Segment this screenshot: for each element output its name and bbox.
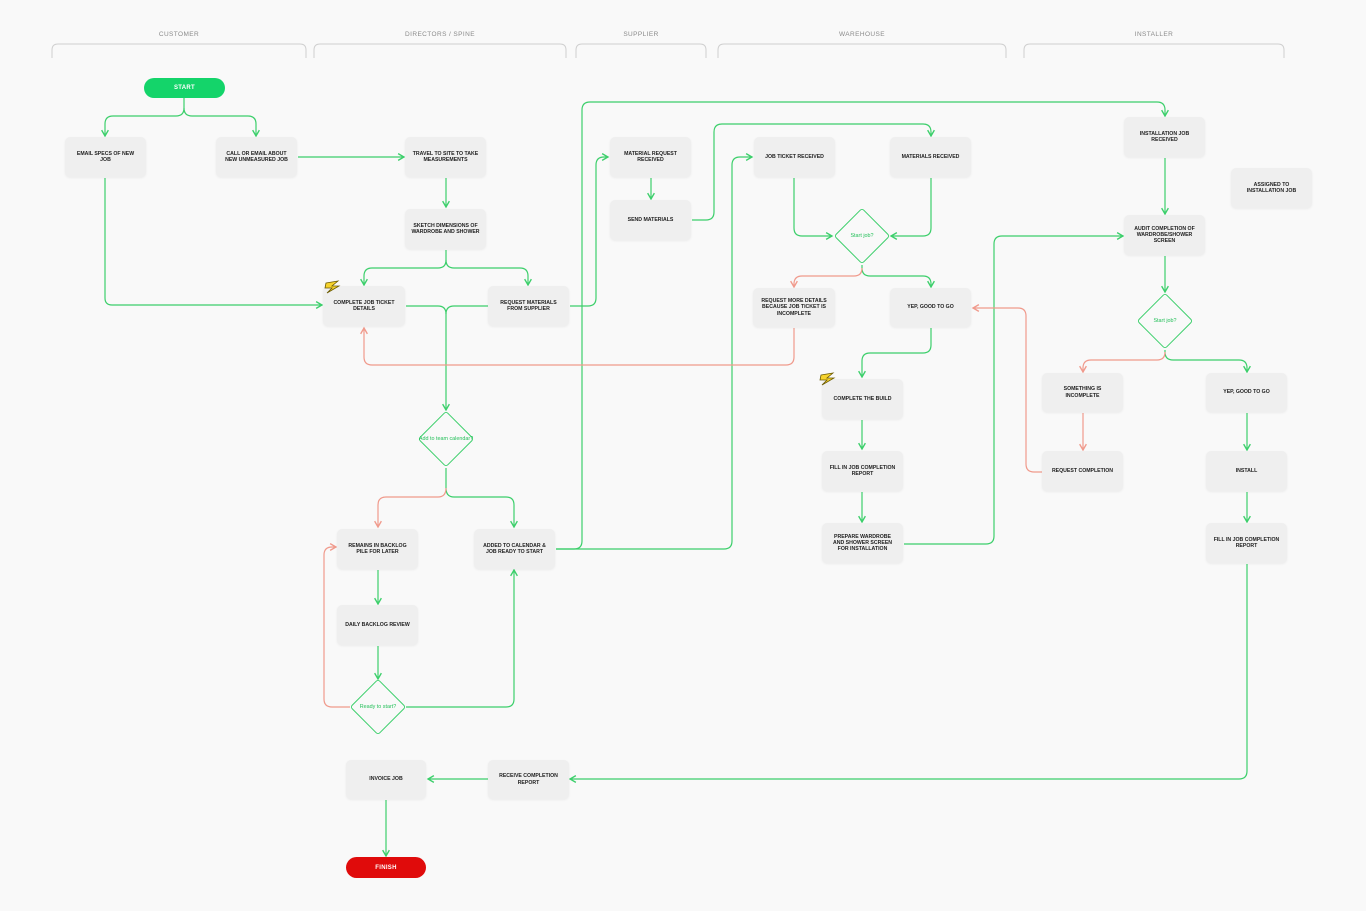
step-request-more-details[interactable]: REQUEST MORE DETAILS BECAUSE JOB TICKET … bbox=[753, 288, 835, 327]
decision-start-job-warehouse-label: Start job? bbox=[850, 232, 874, 239]
step-request-completion[interactable]: REQUEST COMPLETION bbox=[1042, 451, 1123, 491]
lane-brackets bbox=[51, 43, 1285, 58]
step-fill-report-warehouse[interactable]: FILL IN JOB COMPLETION REPORT bbox=[822, 451, 903, 491]
step-job-ticket-received[interactable]: JOB TICKET RECEIVED bbox=[754, 137, 835, 177]
lane-label-supplier: SUPPLIER bbox=[623, 31, 659, 38]
step-assigned-installation[interactable]: ASSIGNED TO INSTALLATION JOB bbox=[1231, 168, 1312, 208]
step-fill-report-installer[interactable]: FILL IN JOB COMPLETION REPORT bbox=[1206, 523, 1287, 563]
step-materials-received[interactable]: MATERIALS RECEIVED bbox=[890, 137, 971, 177]
lightning-badge-icon bbox=[819, 372, 836, 386]
step-material-request-received[interactable]: MATERIAL REQUEST RECEIVED bbox=[610, 137, 691, 177]
step-yep-good-installer[interactable]: YEP, GOOD TO GO bbox=[1206, 373, 1287, 412]
decision-add-calendar-label: Add to team calendar? bbox=[418, 435, 474, 442]
step-installation-received[interactable]: INSTALLATION JOB RECEIVED bbox=[1124, 117, 1205, 157]
step-audit-completion[interactable]: AUDIT COMPLETION OF WARDROBE/SHOWER SCRE… bbox=[1124, 215, 1205, 255]
step-complete-job-ticket[interactable]: COMPLETE JOB TICKET DETAILS bbox=[323, 286, 405, 326]
finish-node[interactable]: FINISH bbox=[346, 857, 426, 878]
decision-ready-start-label: Ready to start? bbox=[359, 703, 397, 710]
lane-label-directors: DIRECTORS / SPINE bbox=[405, 31, 475, 38]
step-daily-backlog-review[interactable]: DAILY BACKLOG REVIEW bbox=[337, 605, 418, 645]
lightning-badge-icon bbox=[324, 280, 341, 294]
step-install[interactable]: INSTALL bbox=[1206, 451, 1287, 491]
step-sketch-dimensions[interactable]: SKETCH DIMENSIONS OF WARDROBE AND SHOWER bbox=[405, 209, 486, 249]
step-call-email[interactable]: CALL OR EMAIL ABOUT NEW UNMEASURED JOB bbox=[216, 137, 297, 177]
start-node[interactable]: START bbox=[144, 78, 225, 98]
step-receive-completion-report[interactable]: RECEIVE COMPLETION REPORT bbox=[488, 760, 569, 799]
lane-label-installer: INSTALLER bbox=[1134, 31, 1174, 38]
step-remains-backlog[interactable]: REMAINS IN BACKLOG PILE FOR LATER bbox=[337, 529, 418, 569]
step-travel-site[interactable]: TRAVEL TO SITE TO TAKE MEASUREMENTS bbox=[405, 137, 486, 177]
step-yep-good-warehouse[interactable]: YEP, GOOD TO GO bbox=[890, 288, 971, 327]
step-complete-build[interactable]: COMPLETE THE BUILD bbox=[822, 379, 903, 419]
step-send-materials[interactable]: SEND MATERIALS bbox=[610, 200, 691, 240]
lane-label-customer: CUSTOMER bbox=[158, 31, 200, 38]
lane-label-warehouse: WAREHOUSE bbox=[839, 31, 885, 38]
step-request-materials[interactable]: REQUEST MATERIALS FROM SUPPLIER bbox=[488, 286, 569, 326]
step-email-specs[interactable]: EMAIL SPECS OF NEW JOB bbox=[65, 137, 146, 177]
step-prepare-wardrobe[interactable]: PREPARE WARDROBE AND SHOWER SCREEN FOR I… bbox=[822, 523, 903, 563]
step-invoice-job[interactable]: INVOICE JOB bbox=[346, 760, 426, 799]
decision-start-job-installer-label: Start job? bbox=[1153, 317, 1177, 324]
step-added-calendar[interactable]: ADDED TO CALENDAR & JOB READY TO START bbox=[474, 529, 555, 569]
step-something-incomplete[interactable]: SOMETHING IS INCOMPLETE bbox=[1042, 373, 1123, 412]
